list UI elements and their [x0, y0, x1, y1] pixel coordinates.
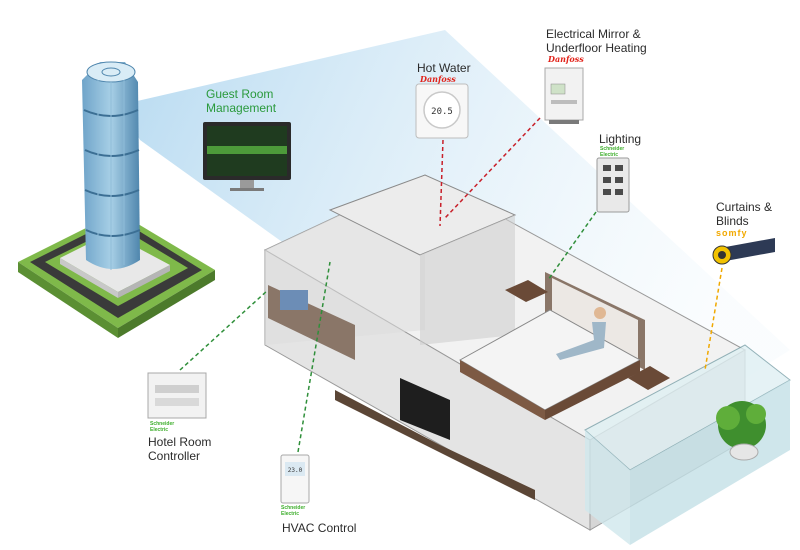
danfoss-logo-hot-water: Danfoss: [420, 74, 456, 84]
label-lighting: Lighting: [599, 132, 642, 146]
connections: [179, 117, 723, 453]
plant: [716, 401, 766, 461]
somfy-logo: somfy: [716, 228, 748, 238]
link-curtains: [704, 267, 723, 371]
link-thermostat: [439, 139, 444, 227]
curtain-motor: [712, 238, 775, 265]
link-controller: [179, 289, 269, 371]
hvac-display: 23.0: [288, 467, 303, 474]
hvac-control-device: 23.0: [280, 454, 310, 504]
label-mirror-underfloor: Electrical Mirror & Underfloor Heating: [546, 27, 647, 55]
thermostat-display: 20.5: [431, 107, 453, 117]
label-hotel-room-controller: Hotel Room Controller: [148, 435, 212, 463]
danfoss-logo-mirror: Danfoss: [548, 54, 584, 64]
label-guest-room-management: Guest Room Management: [206, 87, 277, 115]
label-hvac-control: HVAC Control: [282, 521, 357, 535]
guest-room-monitor: [203, 122, 291, 191]
din-rail-controller: [544, 67, 584, 124]
schneider-logo-hvac: Schneider Electric: [281, 505, 306, 517]
schneider-logo-controller: Schneider Electric: [150, 421, 175, 433]
hotel-tower: [82, 61, 141, 270]
label-curtains-blinds: Curtains & Blinds: [716, 200, 773, 228]
hotel-room-controller-device: [147, 372, 207, 419]
lighting-panel: [596, 157, 630, 213]
hot-water-thermostat: 20.5: [415, 83, 469, 139]
schneider-logo-lighting: Schneider Electric: [600, 146, 625, 158]
link-mirror: [444, 117, 541, 219]
label-hot-water: Hot Water: [417, 61, 471, 75]
hotel-room: [263, 174, 791, 545]
